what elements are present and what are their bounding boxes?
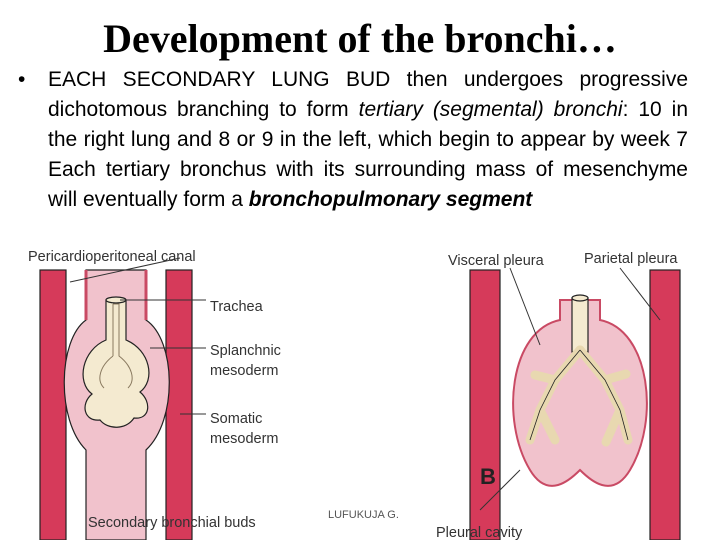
label-secondary-bronchial-buds: Secondary bronchial buds [88,515,256,531]
label-parietal-pleura: Parietal pleura [584,251,678,267]
label-visceral-pleura: Visceral pleura [448,253,544,269]
label-somatic-1: Somatic [210,411,263,427]
term-segmental: (segmental) [432,98,544,121]
term-tertiary: tertiary [358,98,423,121]
term-bronchi: bronchi [553,98,623,121]
label-somatic-2: mesoderm [210,431,279,447]
label-pericardioperitoneal-canal: Pericardioperitoneal canal [28,249,196,265]
label-splanchnic-1: Splanchnic [210,343,281,359]
bullet-marker: • [18,68,26,91]
watermark: LUFUKUJA G. [328,509,399,521]
term-bronchopulmonary-segment: bronchopulmonary segment [248,188,533,211]
label-pleural-cavity: Pleural cavity [436,525,523,541]
slide-title: Development of the bronchi… [103,16,617,61]
label-trachea: Trachea [210,299,263,315]
figure-letter-b: B [480,464,496,489]
label-splanchnic-2: mesoderm [210,363,279,379]
bullet-line-2: : 10 in the right lung and 8 or 9 in the… [48,98,689,211]
bullet-text: EACH SECONDARY LUNG BUD then undergoes p… [48,65,688,215]
bullet-line-1: EACH SECONDARY LUNG BUD then undergoes p… [48,68,688,121]
